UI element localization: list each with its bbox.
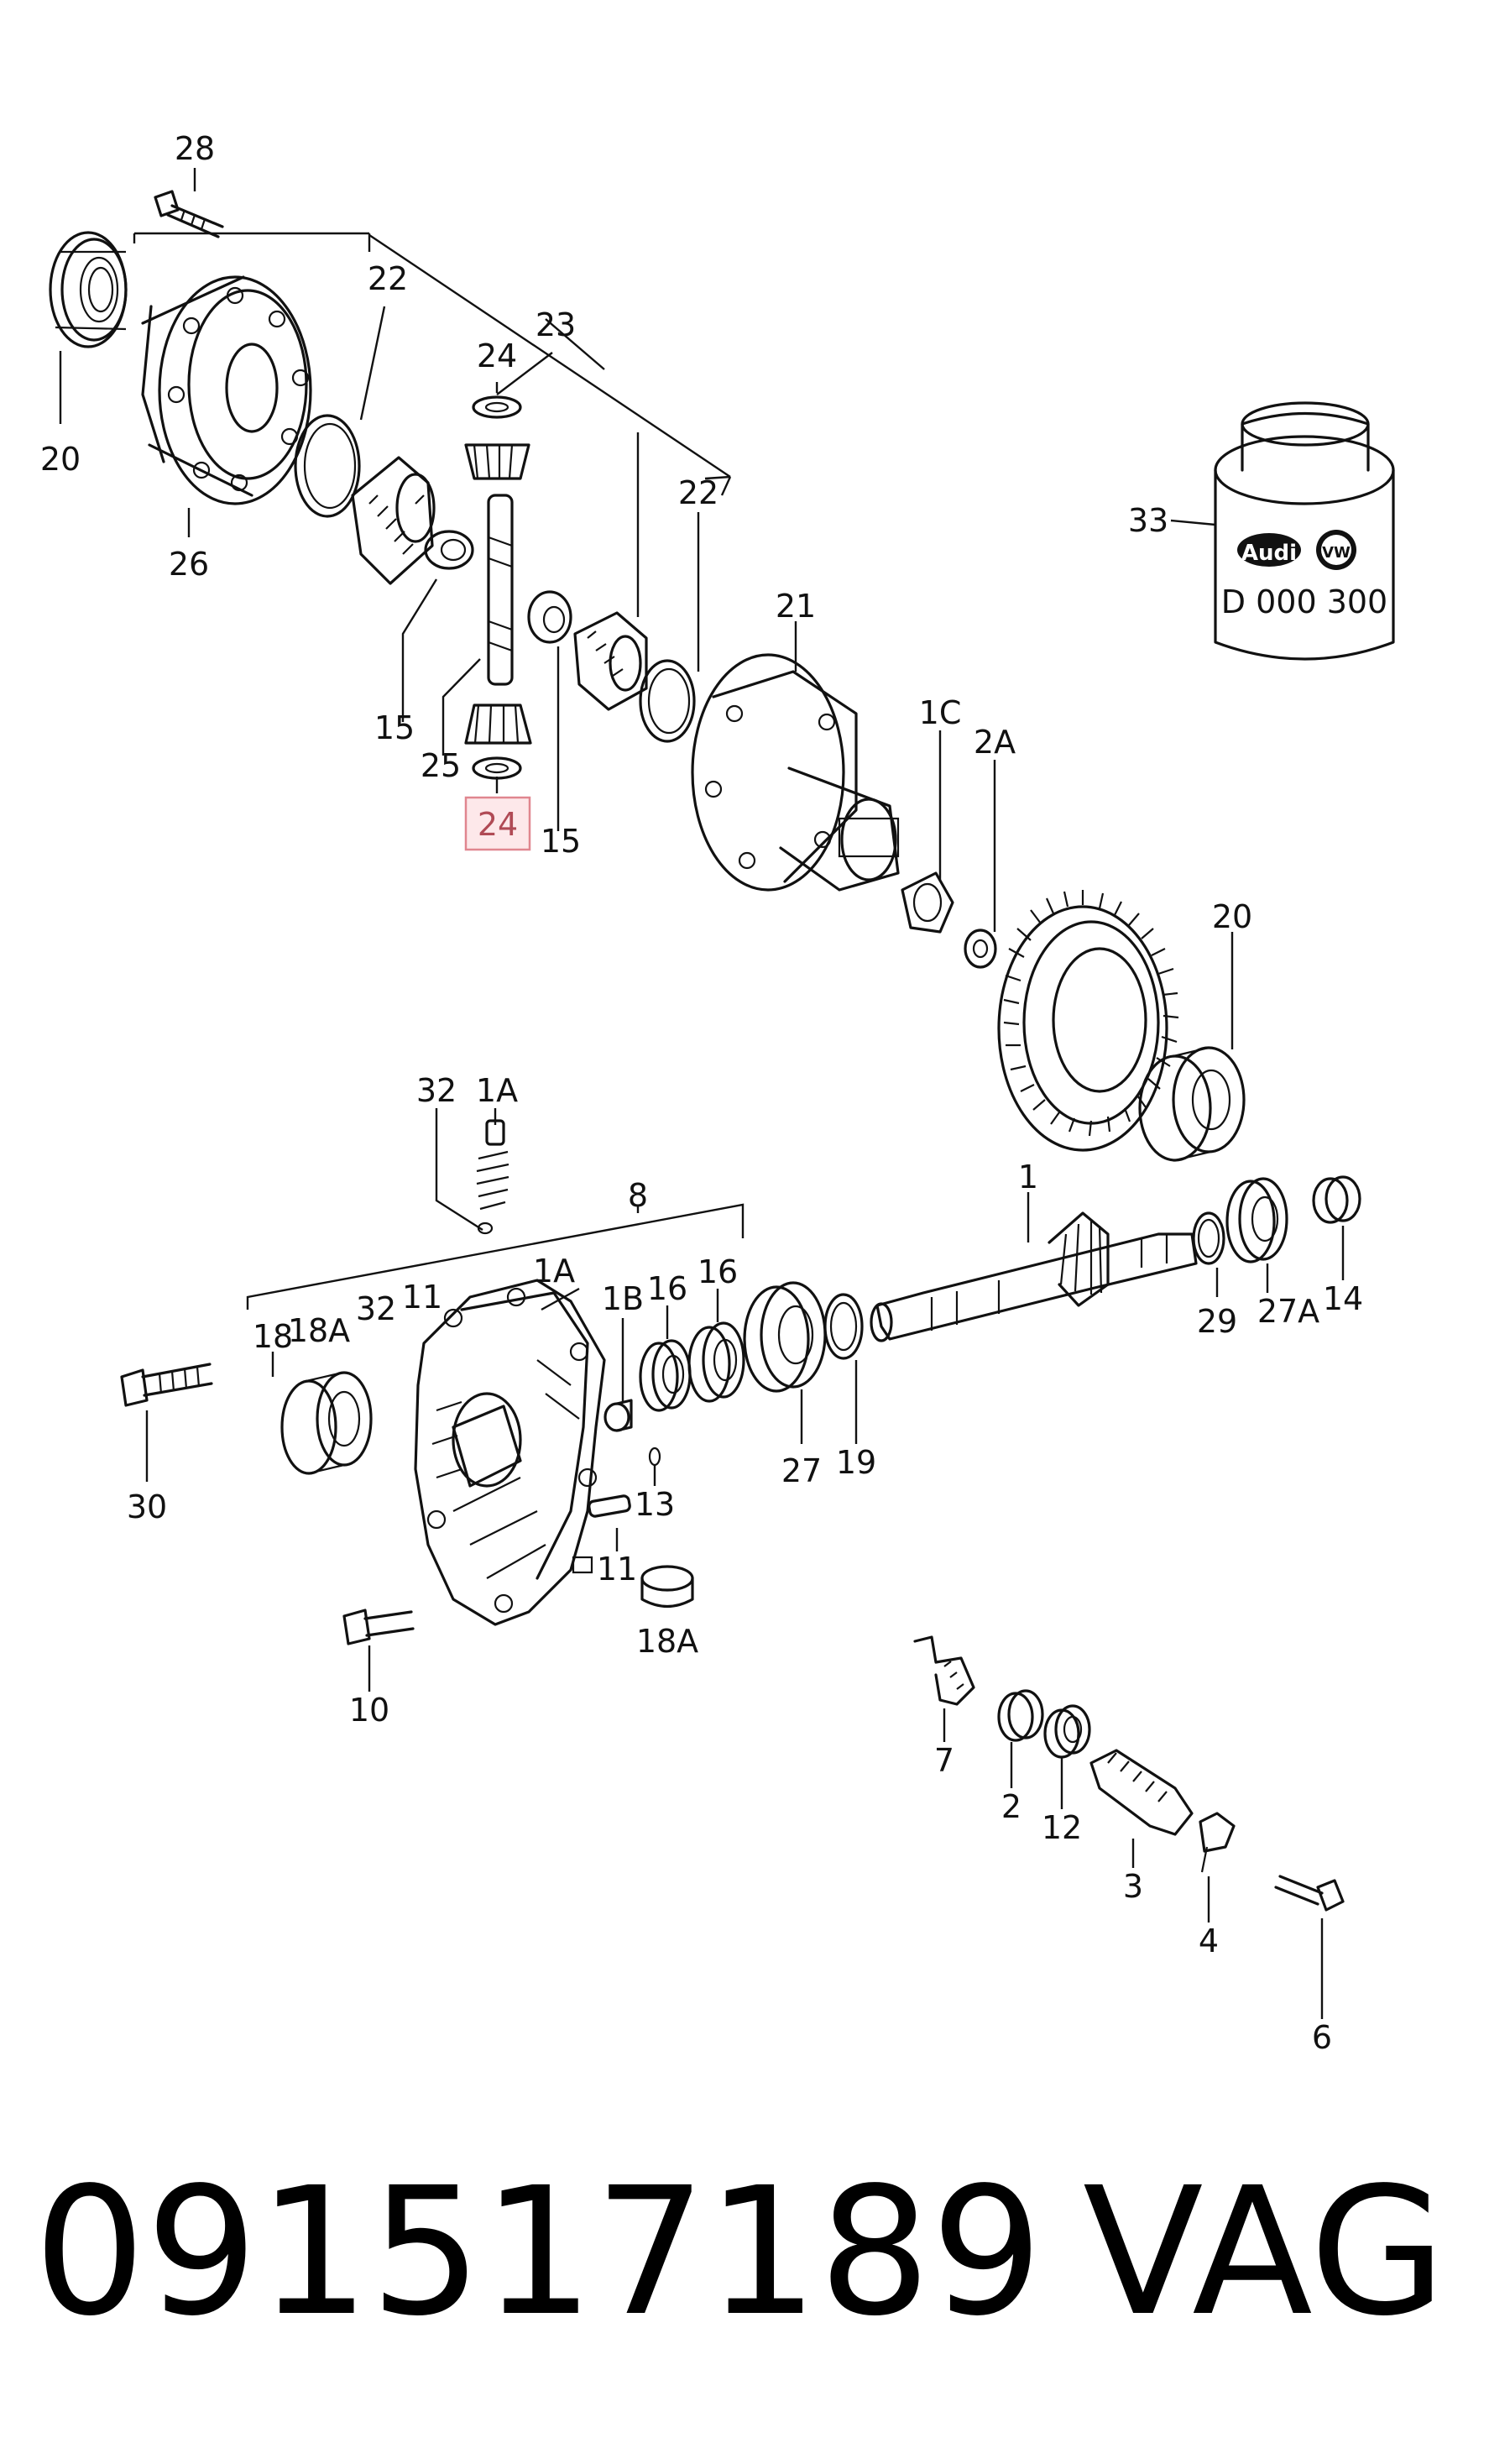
callout-3: 3 (1123, 1868, 1143, 1905)
part-side-gear-22 (351, 456, 436, 585)
callout-20-right: 20 (1212, 898, 1252, 935)
part-bearing-1C (901, 871, 954, 934)
callout-28: 28 (175, 130, 215, 167)
callout-18A-top: 18A (288, 1312, 350, 1349)
part-drive-gear-7 (913, 1635, 975, 1706)
callout-2: 2 (1001, 1788, 1021, 1825)
part-nut-2A (964, 929, 997, 969)
callout-16-a: 16 (647, 1270, 687, 1307)
callout-19: 19 (836, 1444, 876, 1481)
part-seal-18 (280, 1371, 373, 1475)
can-code: D 000 300 (1221, 583, 1387, 620)
part-bushing-1B (603, 1399, 661, 1467)
part-shim-22-left (294, 414, 361, 518)
part-shim-22-right (639, 659, 696, 743)
callout-1A: 1A (533, 1253, 575, 1290)
part-thrust-washer-15-right (527, 590, 572, 644)
callout-25: 25 (421, 747, 461, 784)
callout-15-right: 15 (541, 823, 581, 860)
callout-1C: 1C (919, 694, 962, 731)
part-bolt-30 (120, 1363, 213, 1407)
callout-11-top: 11 (402, 1279, 442, 1316)
callout-23: 23 (536, 306, 576, 343)
callout-20-top: 20 (40, 441, 81, 478)
callout-1A-top: 1A (476, 1072, 518, 1109)
brand-name: VAG (1083, 2149, 1446, 2355)
callout-11: 11 (597, 1551, 637, 1588)
leader-lines (59, 168, 1345, 2019)
callout-27A: 27A (1257, 1293, 1319, 1330)
part-plug-18A (640, 1565, 694, 1608)
part-bearing-27A (1225, 1177, 1288, 1263)
part-pin-11 (588, 1494, 631, 1518)
part-seal-12 (1043, 1704, 1091, 1759)
part-circlip-19 (823, 1293, 864, 1360)
part-bearing-20-right (1138, 1046, 1246, 1162)
callout-8: 8 (628, 1177, 648, 1214)
callout-12: 12 (1042, 1809, 1082, 1846)
callout-labels: 28 22 23 24 22 20 26 33 21 15 25 15 1C 2… (40, 130, 1363, 2056)
part-spring-1A (476, 1119, 509, 1235)
callout-4: 4 (1199, 1923, 1219, 1959)
callout-18: 18 (253, 1318, 293, 1355)
part-planet-gear-23-top (464, 443, 530, 480)
part-bearing-27 (743, 1281, 827, 1393)
part-lubricant-can-33: Audi VW D 000 300 (1214, 401, 1395, 661)
can-brand-audi: Audi (1241, 541, 1297, 566)
part-thrust-washer-15-left (424, 530, 474, 570)
callout-10: 10 (349, 1692, 389, 1729)
part-number: 091517189 (34, 2149, 1042, 2355)
callout-29: 29 (1197, 1303, 1237, 1340)
callout-22-left: 22 (368, 260, 408, 297)
part-differential-housing-26 (141, 275, 312, 505)
part-bearing-16-a (639, 1339, 692, 1412)
highlighted-callout-24[interactable]: 24 (464, 796, 531, 851)
part-planet-gear-23-bottom (464, 704, 532, 745)
callout-26: 26 (169, 546, 209, 583)
part-washer-24-top (472, 395, 522, 419)
part-shaft-25 (487, 494, 514, 686)
callout-13: 13 (635, 1486, 675, 1523)
callout-33: 33 (1128, 502, 1168, 539)
callout-1B: 1B (602, 1280, 644, 1317)
part-sender-3 (1089, 1749, 1194, 1836)
callout-24-top: 24 (477, 337, 517, 374)
part-ring-2 (997, 1689, 1044, 1742)
part-bolt-10 (342, 1609, 415, 1645)
part-flange-21 (691, 653, 900, 892)
part-ring-gear (997, 890, 1179, 1152)
part-bolt-28 (154, 190, 224, 238)
part-bearing-20-top (49, 231, 128, 348)
callout-16-b: 16 (698, 1253, 738, 1290)
highlighted-callout-label: 24 (478, 806, 518, 843)
part-bearing-16-b (687, 1321, 745, 1403)
callout-15-left: 15 (374, 709, 415, 746)
part-cover-8 (414, 1279, 606, 1626)
callout-1: 1 (1018, 1159, 1038, 1195)
part-circlip-29 (1192, 1211, 1225, 1265)
callout-21: 21 (776, 588, 816, 625)
callout-32: 32 (356, 1290, 396, 1327)
callout-22-right: 22 (678, 474, 718, 511)
part-side-gear-22-right (573, 611, 648, 711)
callout-14: 14 (1323, 1280, 1363, 1317)
part-washer-24-bottom (472, 756, 522, 780)
callout-2A: 2A (974, 724, 1016, 761)
can-brand-vw: VW (1322, 544, 1351, 562)
callout-6: 6 (1312, 2019, 1332, 2056)
callout-18A: 18A (636, 1623, 698, 1660)
part-ring-14 (1312, 1175, 1361, 1224)
part-bolt-6 (1274, 1875, 1345, 1912)
callout-30: 30 (127, 1488, 167, 1525)
callout-27: 27 (781, 1452, 822, 1489)
part-clamp-4 (1199, 1812, 1236, 1873)
part-pinion-shaft-1 (870, 1211, 1198, 1342)
callout-7: 7 (934, 1742, 954, 1779)
callout-32-top: 32 (416, 1072, 457, 1109)
